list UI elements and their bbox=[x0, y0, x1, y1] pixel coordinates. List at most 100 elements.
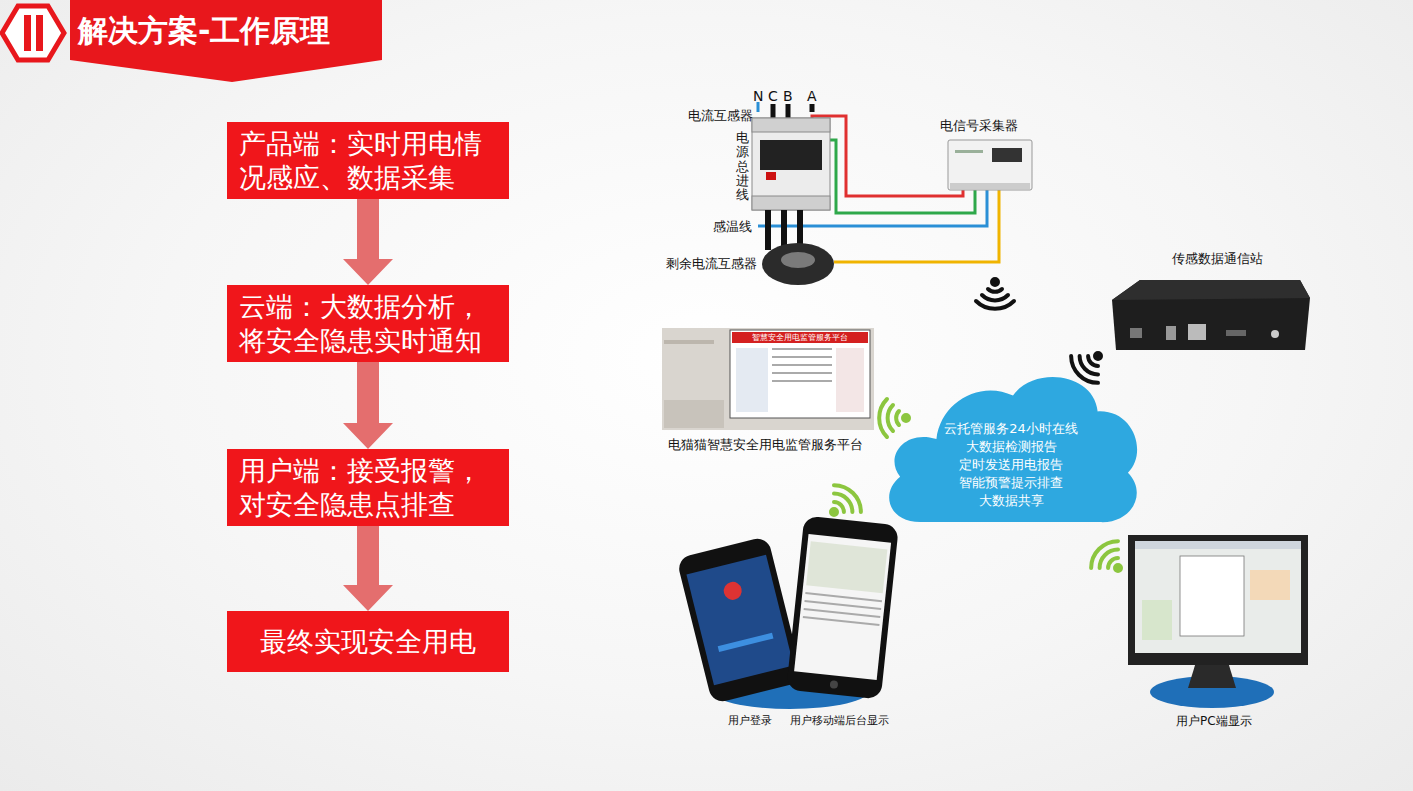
wireless-mark bbox=[976, 279, 1014, 309]
wireless-arc bbox=[988, 289, 1002, 292]
node-text: 最终实现安全用电 bbox=[239, 625, 497, 659]
station-port bbox=[1271, 330, 1279, 338]
platform-panel bbox=[836, 348, 864, 412]
part-label: C bbox=[768, 88, 778, 104]
part-label: A bbox=[807, 88, 817, 104]
part-label: 用户PC端显示 bbox=[1176, 713, 1252, 729]
part-label: N bbox=[753, 88, 763, 104]
input-cable bbox=[810, 104, 815, 112]
station-port bbox=[1226, 330, 1246, 336]
output-cable bbox=[765, 210, 771, 250]
node-text: 产品端：实时用电情况感应、数据采集 bbox=[239, 127, 497, 195]
phone-login bbox=[676, 536, 803, 704]
wireless-dot bbox=[1094, 352, 1102, 360]
phone-screen bbox=[686, 555, 793, 685]
screen-dialog bbox=[1180, 556, 1244, 636]
part-label: 智慧安全用电监管服务平台 bbox=[752, 332, 848, 343]
signal-collector bbox=[948, 140, 1032, 190]
platform-header bbox=[732, 332, 868, 343]
part-label: 用户移动端后台显示 bbox=[790, 713, 889, 729]
node-text: 云托管服务24小时在线 bbox=[880, 420, 1142, 438]
slide-title: 解决方案-工作原理 bbox=[78, 13, 330, 49]
screen-map bbox=[1250, 570, 1290, 600]
wireless-mark bbox=[879, 399, 909, 437]
station-port bbox=[1130, 328, 1142, 338]
part-label: 用户登录 bbox=[728, 713, 772, 729]
output-cable bbox=[781, 210, 787, 250]
process-box: 产品端：实时用电情况感应、数据采集 bbox=[227, 122, 509, 199]
flow-arrow bbox=[343, 526, 393, 611]
platform-row bbox=[772, 356, 832, 358]
platform-photo bbox=[662, 328, 874, 430]
platform-row bbox=[772, 380, 832, 382]
wireless-arc bbox=[834, 480, 866, 512]
phone-row bbox=[805, 592, 882, 602]
breaker-terminal bbox=[752, 196, 830, 210]
screen-map bbox=[1142, 600, 1172, 640]
platform-panel bbox=[736, 348, 768, 412]
monitor-screen bbox=[1135, 541, 1301, 653]
part-label: 剩余电流互感器 bbox=[666, 256, 757, 272]
transformer-hole bbox=[781, 252, 815, 268]
flow-arrow bbox=[343, 199, 393, 285]
phone-body bbox=[676, 536, 803, 704]
phone-button bbox=[830, 680, 839, 689]
phone-backend bbox=[786, 516, 899, 700]
wireless-dot bbox=[830, 508, 838, 516]
node-text: 定时发送用电报告 bbox=[880, 456, 1142, 474]
collector-screen bbox=[992, 148, 1022, 162]
monitor-frame bbox=[1128, 535, 1308, 665]
station-top bbox=[1112, 280, 1310, 300]
breaker-handle bbox=[760, 140, 822, 170]
process-box: 用户端：接受报警，对安全隐患点排查 bbox=[227, 449, 509, 526]
app-logo bbox=[722, 580, 744, 602]
wireless-arc bbox=[982, 295, 1008, 300]
collector-terminal bbox=[950, 183, 1030, 189]
part-label: 感温线 bbox=[713, 219, 752, 235]
phone-row bbox=[804, 608, 881, 618]
wireless-arc bbox=[834, 500, 846, 512]
part-label: 电流互感器 bbox=[688, 108, 753, 124]
phone-row bbox=[803, 616, 880, 626]
wireless-dot bbox=[1114, 564, 1122, 572]
logo-bar bbox=[24, 15, 31, 51]
phone-row bbox=[804, 600, 881, 610]
photo-shelf bbox=[664, 340, 714, 344]
communication-station bbox=[1112, 280, 1310, 350]
station-port bbox=[1188, 324, 1206, 340]
node-text: 云端：大数据分析，将安全隐患实时通知 bbox=[239, 290, 497, 358]
node-text: 智能预警提示排查 bbox=[880, 474, 1142, 492]
wireless-dot bbox=[903, 415, 909, 421]
wireless-dot bbox=[992, 279, 998, 285]
part-label: 电源总进线 bbox=[736, 131, 749, 202]
station-port bbox=[1166, 326, 1176, 340]
monitor-stand bbox=[1188, 662, 1236, 688]
cloud-shape: 云托管服务24小时在线大数据检测报告定时发送用电报告智能预警提示排查大数据共享 bbox=[880, 362, 1142, 530]
breaker-button bbox=[766, 172, 776, 180]
photo-shelf bbox=[664, 400, 724, 428]
node-text: 用户端：接受报警，对安全隐患点排查 bbox=[239, 454, 497, 522]
wireless-arc bbox=[896, 411, 899, 425]
process-box: 云端：大数据分析，将安全隐患实时通知 bbox=[227, 285, 509, 362]
node-text: 大数据共享 bbox=[880, 492, 1142, 510]
collector-mark bbox=[955, 150, 983, 153]
phone-body bbox=[786, 516, 899, 700]
platform-row bbox=[772, 348, 832, 350]
breaker-terminal bbox=[752, 118, 830, 132]
wireless-arc bbox=[888, 405, 893, 431]
platform-row bbox=[772, 372, 832, 374]
login-button bbox=[718, 633, 774, 652]
platform-row bbox=[772, 364, 832, 366]
flow-arrow bbox=[343, 362, 393, 449]
wireless-arc bbox=[1086, 536, 1118, 568]
platform-screen bbox=[730, 330, 870, 418]
wireless-arc bbox=[1086, 356, 1098, 368]
title-banner bbox=[70, 0, 382, 82]
logo-hexagon bbox=[2, 6, 64, 60]
node-text: 大数据检测报告 bbox=[880, 438, 1142, 456]
screen-toolbar bbox=[1135, 541, 1301, 549]
residual-current-transformer bbox=[762, 243, 834, 285]
part-label: 传感数据通信站 bbox=[1172, 251, 1263, 267]
part-label: B bbox=[783, 88, 793, 104]
